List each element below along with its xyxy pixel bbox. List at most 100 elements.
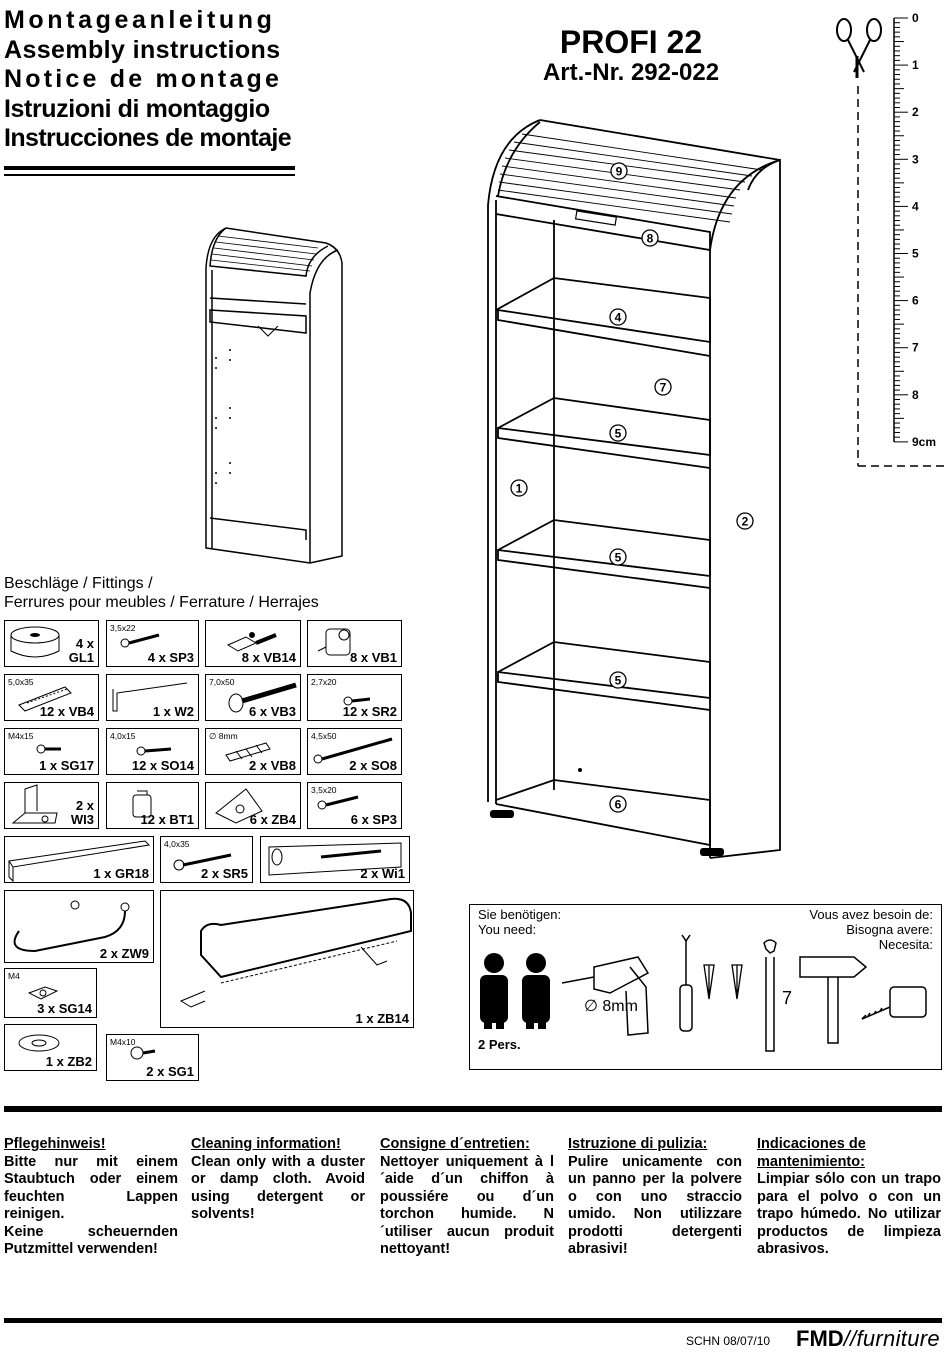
screwdriver-icon	[679, 934, 693, 1032]
fitting-label: 6 x VB3	[249, 704, 296, 719]
drill-icon	[561, 956, 650, 1036]
fitting-label: 2 x SG1	[146, 1064, 194, 1079]
fitting-icon	[27, 986, 59, 1000]
fitting-icon	[120, 633, 160, 648]
fitting-icon	[225, 742, 271, 762]
fitting-label: 3 x SG14	[37, 1001, 92, 1016]
fitting-icon	[36, 744, 61, 754]
fitting-label: 12 x VB4	[39, 704, 94, 719]
fitting-box: 5,0x35 12 x VB4	[4, 674, 99, 721]
fitting-icon	[179, 897, 412, 1008]
wrench-size: 7	[782, 988, 793, 1008]
fitting-spec: 4,0x35	[164, 839, 190, 849]
ruler-mark: 5	[912, 247, 919, 261]
ruler-mark: 3	[912, 152, 919, 166]
fitting-icon	[317, 795, 359, 810]
fitting-box: 4 x GL1	[4, 620, 99, 667]
fitting-label: 2 x Wi1	[360, 866, 405, 881]
fitting-icon	[10, 626, 60, 658]
ruler-mark: 8	[912, 388, 919, 402]
cleaning-heading: Indicaciones de mantenimiento:	[757, 1136, 866, 1170]
fitting-icon	[11, 784, 58, 824]
article-number: Art.-Nr. 292-022	[542, 59, 720, 86]
fitting-box: 1 x ZB2	[4, 1024, 97, 1071]
fitting-box: 1 x ZB14	[160, 890, 414, 1028]
fitting-box: 1 x GR18	[4, 836, 154, 883]
fitting-label: 2 x ZW9	[99, 946, 149, 961]
fitting-icon	[18, 686, 72, 712]
drill-size: ∅ 8mm	[584, 998, 638, 1015]
fitting-label: 12 x SO14	[131, 758, 194, 773]
cleaning-rule	[4, 1106, 942, 1112]
fitting-spec: 4,5x50	[311, 731, 337, 741]
fitting-label: 8 x VB14	[241, 650, 296, 665]
fitting-icon	[215, 788, 263, 824]
need-en: You need:	[478, 922, 537, 937]
person-icon	[480, 953, 508, 1029]
product-header: PROFI 22 Art.-Nr. 292-022	[500, 24, 762, 86]
title-en: Assembly instructions	[4, 35, 281, 64]
fitting-spec: 4,0x15	[110, 731, 136, 741]
cleaning-body: Clean only with a duster or damp cloth. …	[191, 1153, 365, 1223]
fitting-spec: 2,7x20	[311, 677, 337, 687]
title-rule-thin	[4, 174, 295, 176]
hammer-icon	[799, 956, 868, 1044]
fitting-label: 12 x BT1	[140, 812, 194, 827]
fitting-icon	[313, 737, 393, 764]
title-it: Istruzioni di montaggio	[4, 94, 270, 123]
fitting-box: 2 x WI3	[4, 782, 99, 829]
fitting-spec: 5,0x35	[8, 677, 34, 687]
brand-rest: //furniture	[843, 1326, 940, 1351]
fitting-spec: 3,5x20	[311, 785, 337, 795]
title-fr: Notice de montage	[4, 65, 283, 93]
fitting-box: M4 3 x SG14	[4, 968, 97, 1018]
tools-illustration	[480, 934, 927, 1052]
fitting-icon	[130, 1046, 156, 1060]
fitting-icon	[226, 632, 277, 652]
fittings-heading-line1: Beschläge / Fittings /	[4, 575, 153, 592]
fitting-box: 8 x VB1	[307, 620, 402, 667]
fitting-icon	[13, 900, 130, 953]
fitting-label: 6 x ZB4	[249, 812, 296, 827]
need-de: Sie benötigen:	[478, 907, 562, 922]
fitting-spec: 7,0x50	[209, 677, 235, 687]
tools-panel: Sie benötigen: You need: Vous avez besoi…	[469, 904, 942, 1070]
document-code: SCHN 08/07/10	[686, 1334, 771, 1348]
fitting-label: 12 x SR2	[342, 704, 397, 719]
product-name: PROFI 22	[559, 24, 703, 60]
cleaning-body: Limpiar sólo con un trapo para el polvo …	[757, 1171, 941, 1257]
fitting-icon	[136, 746, 172, 756]
fitting-spec: M4	[8, 971, 20, 981]
fitting-box: 4,0x35 2 x SR5	[160, 836, 253, 883]
fitting-box: 12 x BT1	[106, 782, 199, 829]
fitting-label: 4 x GL1	[68, 636, 94, 665]
scissors-icon	[836, 18, 882, 78]
wrench-icon	[763, 939, 777, 1052]
screwdriver-bits-icon	[703, 964, 743, 1000]
fitting-label: 2 x SR5	[201, 866, 248, 881]
fitting-box: 2 x ZW9	[4, 890, 154, 963]
fitting-icon	[268, 842, 402, 876]
cleaning-body: Pulire unicamente con un panno per la po…	[568, 1153, 742, 1258]
cabinet-exploded-illustration	[487, 119, 781, 859]
cleaning-column: Cleaning information!Clean only with a d…	[191, 1136, 365, 1224]
ruler-mark: 7	[912, 341, 919, 355]
fitting-label: 1 x SG17	[39, 758, 94, 773]
fitting-box: 4,0x15 12 x SO14	[106, 728, 199, 775]
brand-bold: FMD	[796, 1326, 844, 1351]
fitting-label: 4 x SP3	[147, 650, 194, 665]
fitting-box: 6 x ZB4	[205, 782, 301, 829]
fitting-label: 2 x SO8	[349, 758, 397, 773]
fitting-label: 2 x VB8	[249, 758, 296, 773]
fitting-icon	[173, 853, 232, 871]
footer-rule	[4, 1318, 942, 1323]
fitting-icon	[18, 1034, 60, 1052]
fitting-box: 4,5x50 2 x SO8	[307, 728, 402, 775]
fitting-icon	[132, 790, 152, 818]
ruler-mark: 4	[912, 199, 919, 213]
title-block: Montageanleitung Assembly instructions N…	[4, 6, 296, 154]
